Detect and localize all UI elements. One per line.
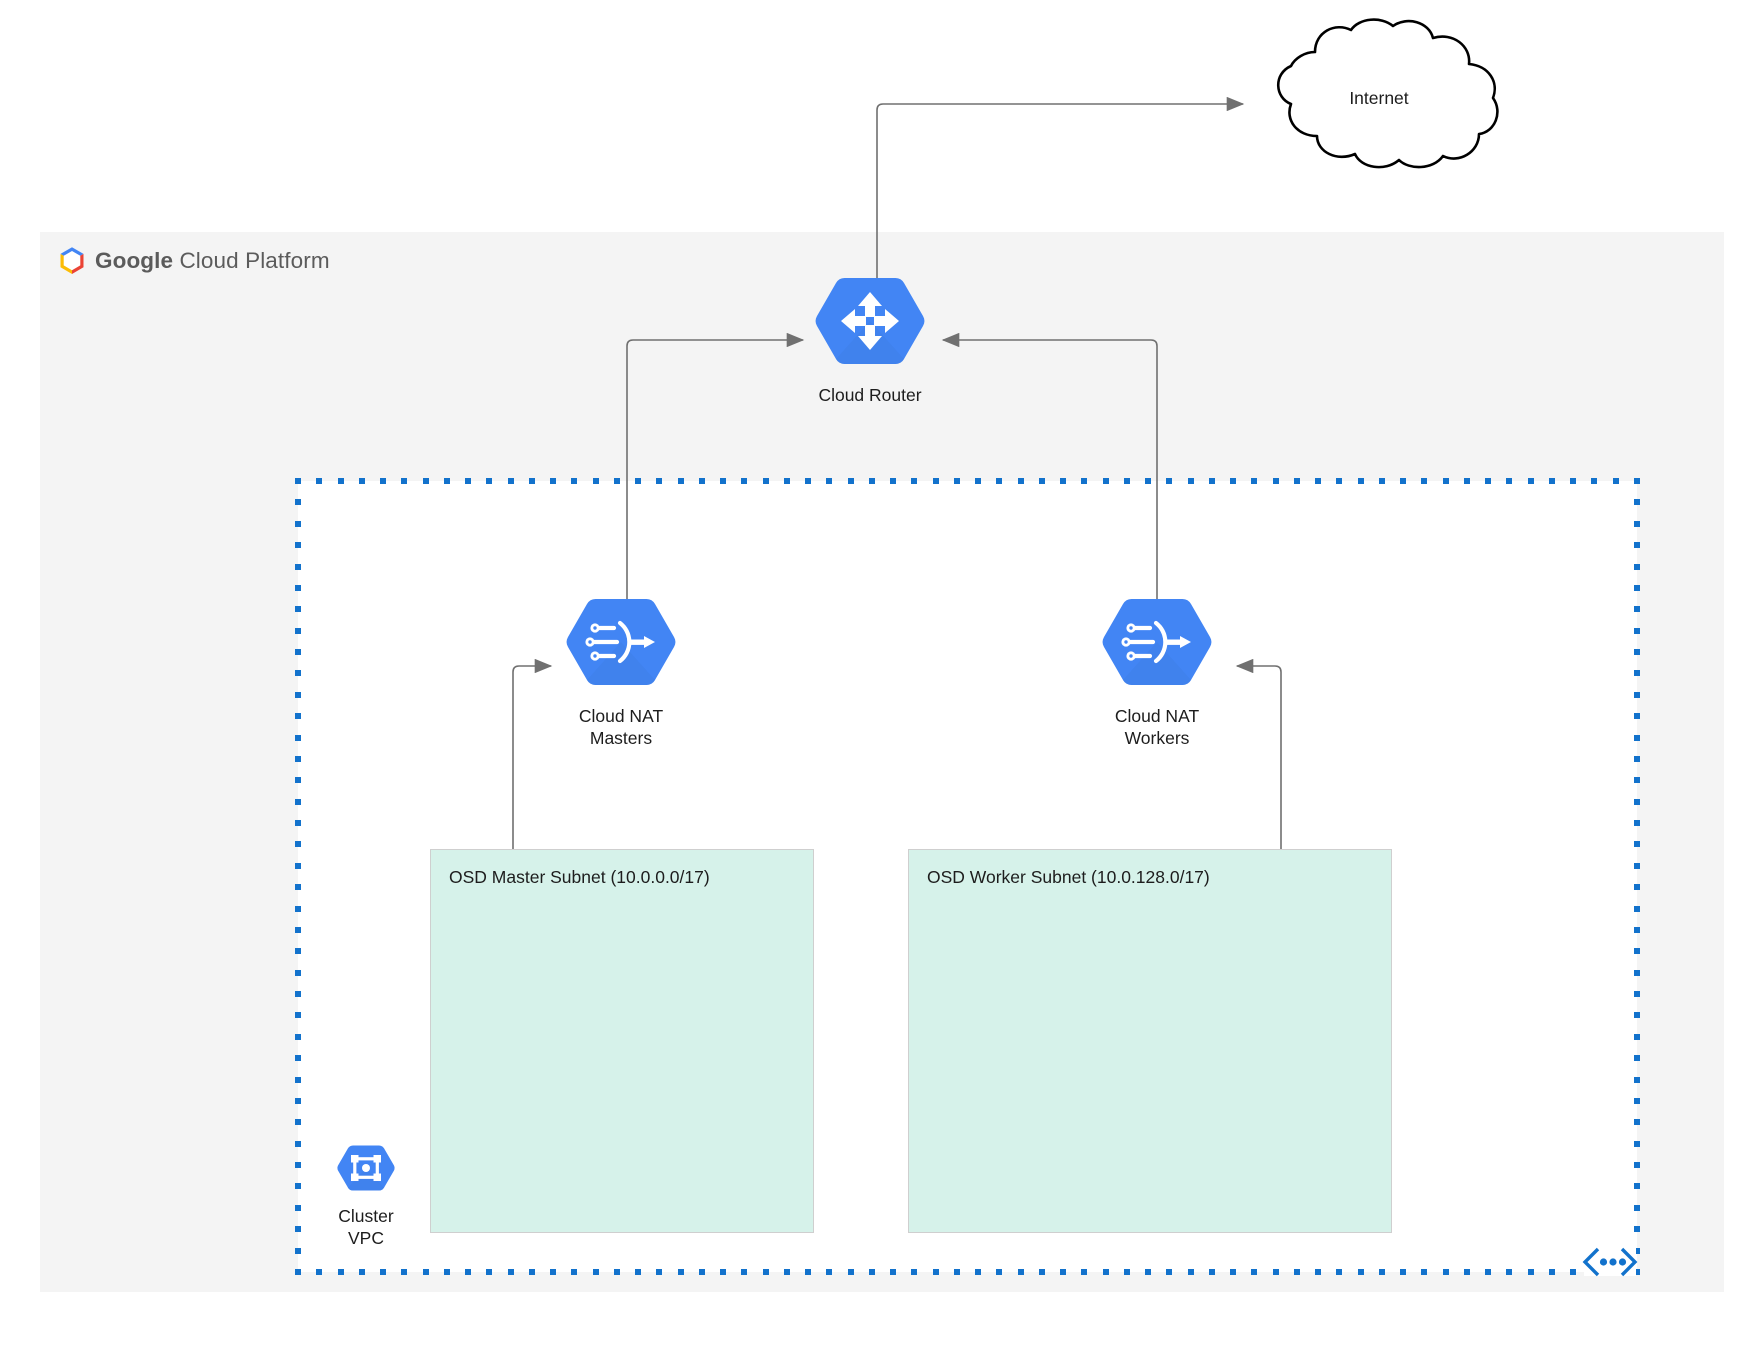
- osd-master-subnet-label: OSD Master Subnet (10.0.0.0/17): [449, 867, 710, 887]
- gcp-hexagon-icon: [58, 246, 86, 276]
- google-cloud-platform-logo: Google Cloud Platform: [58, 246, 330, 276]
- cloud-nat-workers-label-line2: Workers: [1124, 727, 1190, 748]
- gcp-logo-google: Google: [95, 248, 174, 273]
- cloud-nat-icon: [1098, 597, 1216, 701]
- osd-worker-subnet[interactable]: OSD Worker Subnet (10.0.128.0/17): [908, 849, 1392, 1233]
- cluster-vpc-label-line1: Cluster: [338, 1206, 394, 1226]
- cloud-router-node[interactable]: Cloud Router: [810, 276, 930, 407]
- cloud-nat-workers-label-line1: Cloud NAT: [1114, 706, 1200, 726]
- vpc-icon: [335, 1144, 397, 1200]
- cloud-router-icon: [811, 276, 929, 380]
- cloud-nat-icon: [562, 597, 680, 701]
- cloud-nat-masters-label-line1: Cloud NAT: [578, 706, 664, 726]
- cluster-vpc-label-line2: VPC: [348, 1228, 384, 1248]
- cloud-router-label: Cloud Router: [818, 385, 922, 405]
- internet-cloud-icon: [1253, 18, 1505, 170]
- internet-label: Internet: [1349, 88, 1409, 108]
- gcp-logo-suffix: Cloud Platform: [173, 248, 330, 273]
- gcp-logo-text: Google Cloud Platform: [95, 248, 330, 274]
- osd-master-subnet[interactable]: OSD Master Subnet (10.0.0.0/17): [430, 849, 814, 1233]
- osd-worker-subnet-label: OSD Worker Subnet (10.0.128.0/17): [927, 867, 1210, 887]
- network-boundary-icon: [1578, 1242, 1642, 1282]
- cloud-nat-masters-label-line2: Masters: [589, 727, 653, 748]
